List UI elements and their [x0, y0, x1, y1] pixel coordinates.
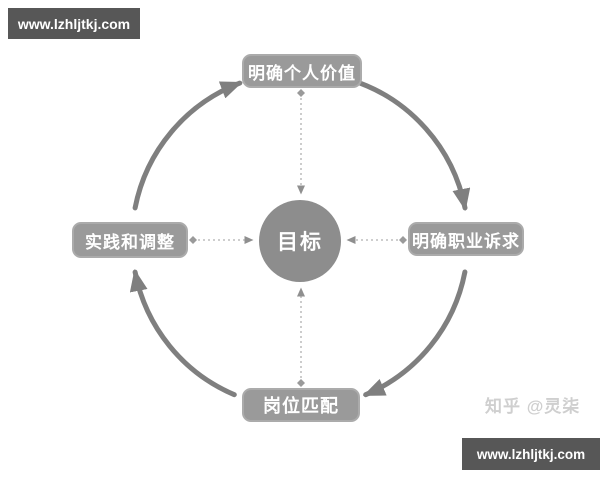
node-position-match-label: 岗位匹配	[263, 396, 339, 416]
node-practice-adjust-label: 实践和调整	[85, 232, 175, 252]
node-career-demands-label: 明确职业诉求	[412, 231, 520, 251]
site-banner-top-left-text: www.lzhljtkj.com	[17, 15, 131, 32]
zhihu-watermark: 知乎 @灵柒	[485, 397, 581, 416]
site-banner-bottom-right-text: www.lzhljtkj.com	[476, 446, 586, 462]
arc-left-to-top	[132, 80, 243, 211]
center-goal-circle: 目标	[259, 200, 341, 282]
node-personal-value: 明确个人价值	[242, 54, 362, 88]
arc-top-to-right	[349, 77, 471, 211]
arc-bottom-to-left	[129, 269, 237, 398]
node-practice-adjust: 实践和调整	[72, 222, 188, 258]
site-banner-top-left: www.lzhljtkj.com	[8, 8, 140, 39]
arc-right-to-bottom	[362, 269, 468, 398]
site-banner-bottom-right: www.lzhljtkj.com	[462, 438, 600, 470]
node-personal-value-label: 明确个人价值	[248, 63, 356, 83]
center-goal-label: 目标	[277, 231, 323, 254]
node-career-demands: 明确职业诉求	[408, 222, 524, 256]
node-position-match: 岗位匹配	[242, 388, 360, 422]
